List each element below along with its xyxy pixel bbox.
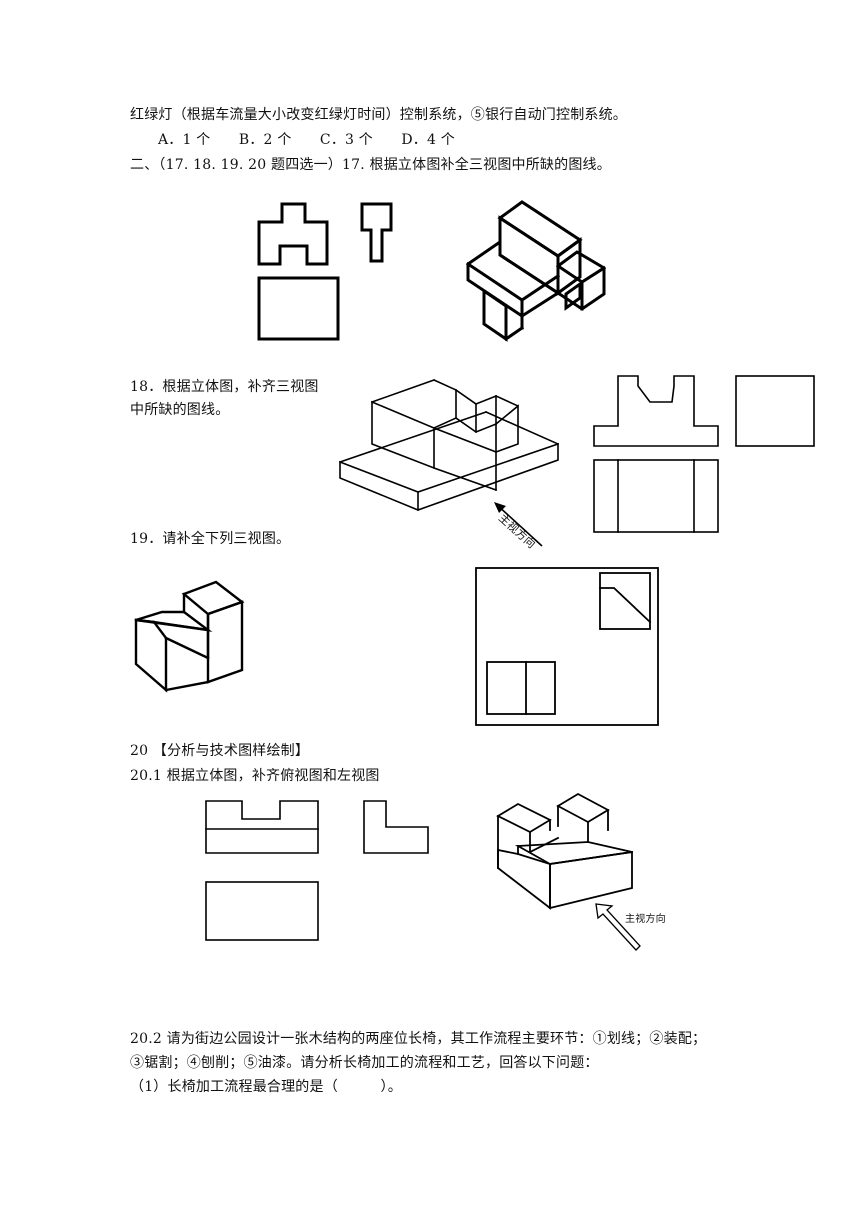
q20-2-text-2: ③锯割；④刨削；⑤油漆。请分析长椅加工的流程和工艺，回答以下问题： — [130, 1055, 599, 1071]
q18-isometric-solid — [336, 372, 596, 552]
q19-three-views — [472, 564, 662, 729]
q18-text-2: 中所缺的图线。 — [130, 402, 230, 418]
q17-three-views — [255, 200, 395, 345]
text-line-1: 红绿灯（根据车流量大小改变红绿灯时间）控制系统，⑤银行自动门控制系统。 — [130, 107, 627, 123]
answer-options: A．1 个 B．2 个 C．3 个 D．4 个 — [158, 132, 455, 148]
q20-heading: 20 【分析与技术图样绘制】 — [130, 743, 310, 759]
q18-view-direction-arrow — [490, 498, 560, 558]
q19-text: 19．请补全下列三视图。 — [130, 531, 291, 547]
q20-1-isometric-solid — [494, 790, 639, 915]
q17-isometric-solid — [462, 198, 612, 346]
q18-text-1: 18．根据立体图，补齐三视图 — [130, 379, 319, 395]
q20-1-view-direction-arrow — [590, 898, 650, 958]
q20-2-text-3: （1）长椅加工流程最合理的是（ ）。 — [130, 1079, 402, 1095]
q20-1-three-views — [200, 797, 435, 945]
q19-isometric-solid — [132, 578, 252, 693]
section-two-q17: 二、（17. 18. 19. 20 题四选一）17. 根据立体图补全三视图中所缺… — [130, 157, 611, 173]
q18-three-views — [590, 372, 820, 537]
q20-2-text-1: 20.2 请为街边公园设计一张木结构的两座位长椅，其工作流程主要环节：①划线；②… — [130, 1031, 707, 1047]
q20-1-arrow-label: 主视方向 — [625, 914, 666, 925]
q20-1-text: 20.1 根据立体图，补齐俯视图和左视图 — [130, 768, 380, 784]
